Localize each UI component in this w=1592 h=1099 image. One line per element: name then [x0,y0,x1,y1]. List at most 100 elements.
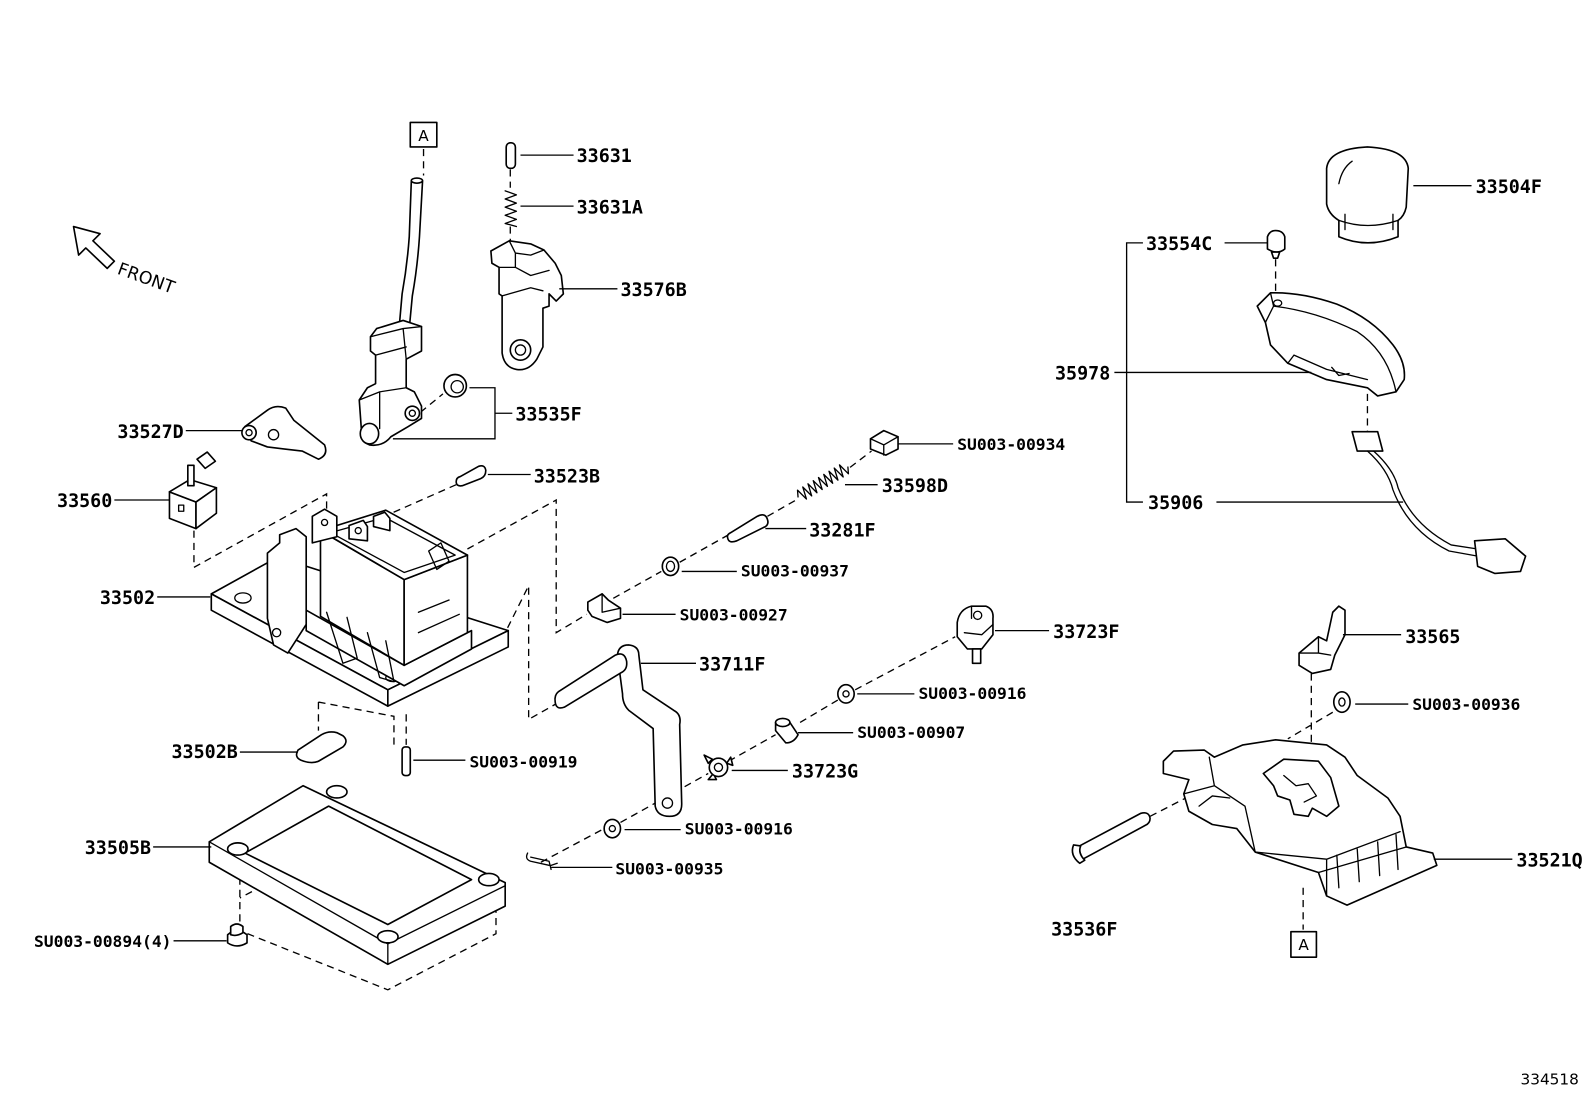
retainer-hole [713,762,724,773]
part-label: SU003-00894(4) [34,932,172,951]
part-label: SU003-00919 [469,752,577,771]
part-label: 33502B [171,742,237,763]
reference-mark-bottom: A [1290,930,1318,958]
solenoid-side-face [195,486,218,530]
button-cap-base [1270,251,1281,259]
shift-knob-detail [1338,160,1399,231]
cotter-pin [525,852,558,871]
frame-plate-edge [208,841,506,965]
base-side-plate [266,527,308,654]
part-label: 33504F [1476,177,1542,198]
shift-lever-tube [398,177,424,330]
part-label: 33723G [792,762,858,783]
detent-spring [504,190,518,228]
part-label: SU003-00934 [957,435,1065,454]
shift-lever-foot [359,422,380,445]
cable-bracket-body [956,605,994,650]
spring-clip [587,593,622,624]
cable-bracket [956,605,994,665]
harness-end-connector [1473,537,1527,575]
shift-lever-tube-end [410,177,424,184]
pivot-bolt-head [1071,844,1086,865]
part-label: 33598D [882,476,948,497]
lock-lever-outline [244,405,327,461]
frame-plate-cutout [244,805,473,926]
part-label: SU003-00916 [918,684,1026,703]
washer-hole [608,824,617,833]
cable-clip [1298,605,1346,675]
lever-bracket-detail [498,240,550,297]
tab-hole [320,518,329,527]
dowel-pin [401,746,412,777]
shift-gate [1262,758,1340,818]
shift-lever-base-bracket [210,508,510,707]
spring-clip-detail [601,593,622,613]
reference-letter: A [1298,936,1309,954]
washer [661,556,680,577]
cable-bracket-stud [971,648,982,665]
front-direction-indicator: FRONT [72,225,178,299]
part-number-labels: 33631 33631A 33576B 33504F 33554C 35978 … [34,146,1583,951]
part-label: SU003-00935 [615,860,723,879]
part-label: 33527D [117,422,183,443]
lever-bracket-outline [490,240,565,371]
part-label: SU003-00936 [1412,695,1520,714]
shift-knob-body [1325,146,1410,244]
indicator-wire-harness [1351,430,1527,575]
side-plate-hole [271,627,282,638]
housing-detail [1183,756,1407,897]
reference-letter: A [418,127,429,145]
frame-boss [477,872,500,887]
washer-hole [665,560,676,573]
washer [1332,691,1351,714]
base-frame-plate [208,784,506,966]
lock-lever-boss [241,424,258,441]
part-label: 33560 [57,491,112,512]
cushion-pad [295,731,347,764]
washer-hole [1338,697,1346,707]
part-label: 33576B [620,280,686,301]
retaining-clip-detail [869,436,899,456]
shift-lever-housing [1162,738,1438,906]
compression-spring [796,464,850,500]
bezel-hole [1272,299,1283,307]
retainer-ring [708,757,729,778]
lock-lever-part [196,405,327,470]
frame-boss [226,842,249,856]
shift-lever-pivot-hole [408,409,417,417]
shift-rod-lever [554,644,683,818]
harness-connector [1351,430,1384,452]
bushing-end [774,717,791,728]
shift-gate-slot [1283,774,1318,803]
washer [603,818,622,839]
mount-hole [234,592,252,604]
part-label: 33535F [515,404,581,425]
lever-arm-hole [661,797,674,809]
direction-label: FRONT [115,259,178,298]
direction-arrow-icon [72,225,116,270]
base-box-inner-rim [330,516,456,574]
base-gussets [325,599,460,683]
solenoid-plunger [187,464,195,487]
fastener-top [229,923,244,937]
frame-boss [325,784,348,799]
lever-arm [616,644,683,818]
release-pin [726,514,769,543]
cable-bracket-detail [963,605,994,636]
base-tab [372,511,391,532]
reference-box [1290,930,1318,958]
lever-shaft [554,653,628,709]
tab-hole [354,526,362,535]
lever-bracket-part [490,240,565,371]
part-label: SU003-00937 [741,562,849,581]
part-label: 33523B [534,467,600,488]
shift-lever-pivot [404,405,421,422]
harness-wire [1366,450,1479,557]
cable-retainer [703,754,734,781]
part-label: 33723F [1053,622,1119,643]
leader-lines [114,154,1513,942]
part-label: 33536F [1051,920,1117,941]
part-label: 33631 [577,146,632,167]
cable-bracket-hole [972,610,983,621]
